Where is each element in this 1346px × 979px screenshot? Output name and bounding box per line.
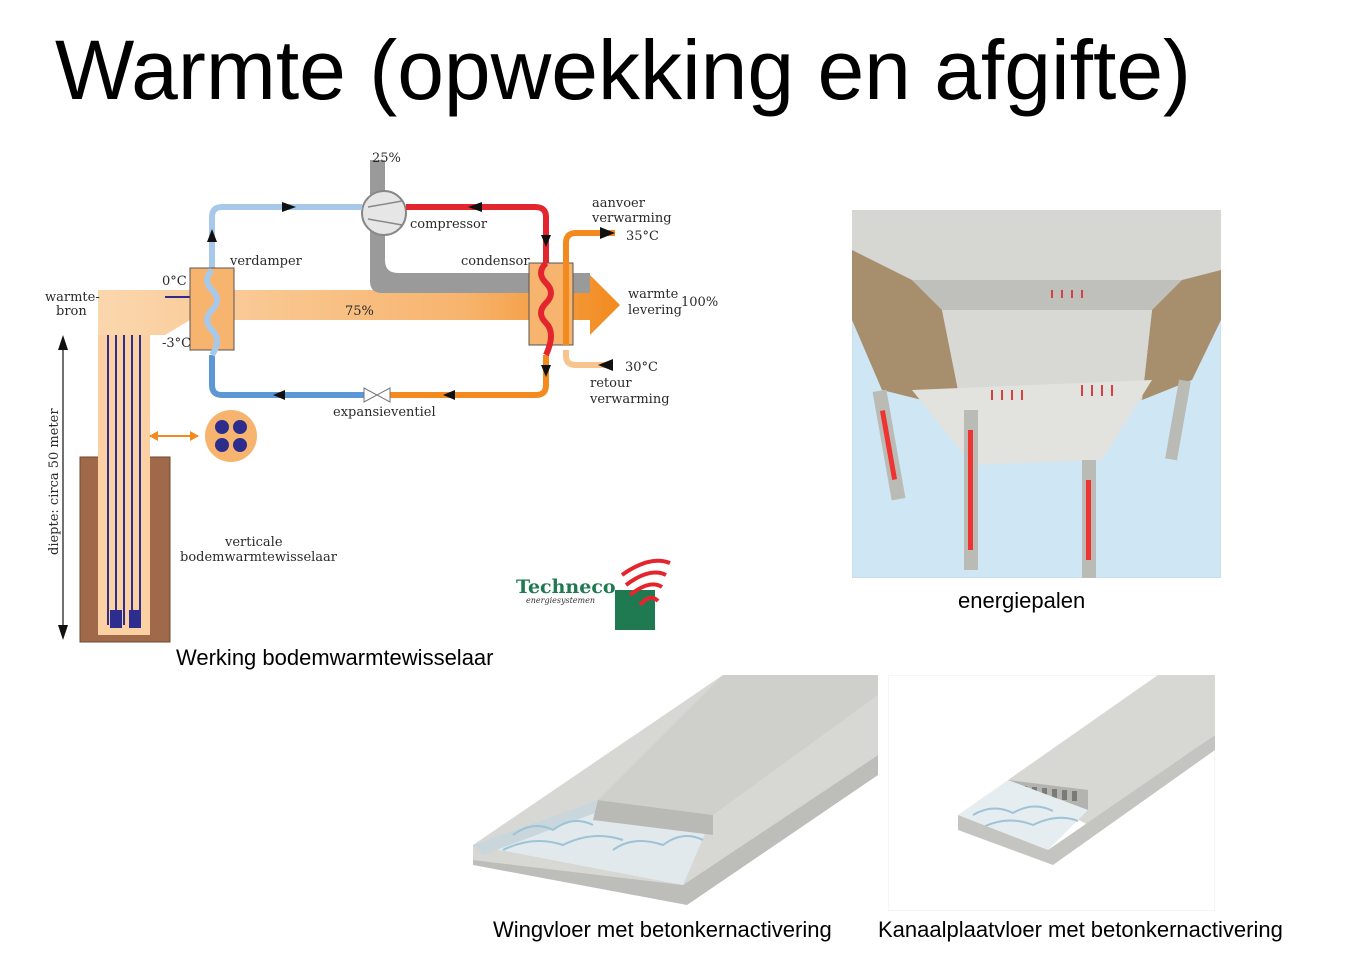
cycle-pipe-orange — [390, 355, 549, 398]
energy-piles-image — [852, 210, 1221, 578]
wing-floor-caption: Wingvloer met betonkernactivering — [493, 917, 832, 942]
flow-arrows — [207, 202, 551, 400]
label-0c: 0°C — [162, 274, 187, 289]
label-verticale: verticale — [224, 535, 283, 550]
label-warmte: warmte — [628, 287, 679, 302]
techneco-logo: Techneco energiesystemen — [516, 558, 671, 630]
compressor-icon — [361, 190, 407, 236]
label-minus-3c: -3°C — [162, 336, 191, 351]
expansion-valve-icon — [363, 387, 379, 403]
heatpump-diagram: 25% compressor verdamper condensor aanvo… — [45, 151, 718, 643]
label-100-percent: 100% — [681, 295, 718, 310]
label-30c: 30°C — [625, 360, 658, 375]
borehole-foot-left — [110, 610, 122, 628]
label-aanvoer: aanvoer — [592, 196, 646, 211]
label-compressor: compressor — [410, 217, 488, 232]
wing-floor-image — [473, 675, 878, 905]
slide-title: Warmte (opwekking en afgifte) — [55, 23, 1192, 117]
label-warmtebron-1: warmte- — [45, 290, 100, 305]
label-75-percent: 75% — [345, 304, 374, 319]
cycle-pipe-red — [406, 204, 549, 263]
svg-text:energiesystemen: energiesystemen — [526, 596, 595, 605]
label-verdamper: verdamper — [229, 254, 303, 269]
label-aanvoer-verwarming: verwarming — [591, 211, 672, 226]
svg-text:Techneco: Techneco — [516, 576, 616, 598]
cycle-pipe-blue — [209, 355, 364, 398]
energy-piles-caption: energiepalen — [958, 588, 1086, 613]
label-25-percent: 25% — [372, 151, 401, 166]
channel-floor-caption: Kanaalplaatvloer met betonkernactivering — [878, 917, 1283, 942]
label-levering: levering — [628, 303, 682, 318]
label-expansieventiel: expansieventiel — [333, 405, 436, 420]
cycle-pipe-light — [209, 204, 362, 270]
heatpump-caption: Werking bodemwarmtewisselaar — [176, 645, 494, 670]
label-warmtebron-2: bron — [56, 304, 87, 319]
label-depth: diepte: circa 50 meter — [47, 408, 62, 555]
channel-floor-image — [888, 675, 1215, 911]
label-retour: retour — [590, 376, 632, 391]
label-bodemwarmtewisselaar: bodemwarmtewisselaar — [180, 550, 338, 565]
borehole-foot-right — [129, 610, 141, 628]
label-35c: 35°C — [626, 229, 659, 244]
heating-supply-pipe — [563, 230, 615, 345]
heating-return-pipe — [563, 350, 610, 368]
pipe-cross-section — [205, 410, 257, 462]
label-retour-verwarming: verwarming — [589, 392, 670, 407]
label-condensor: condensor — [461, 254, 530, 269]
